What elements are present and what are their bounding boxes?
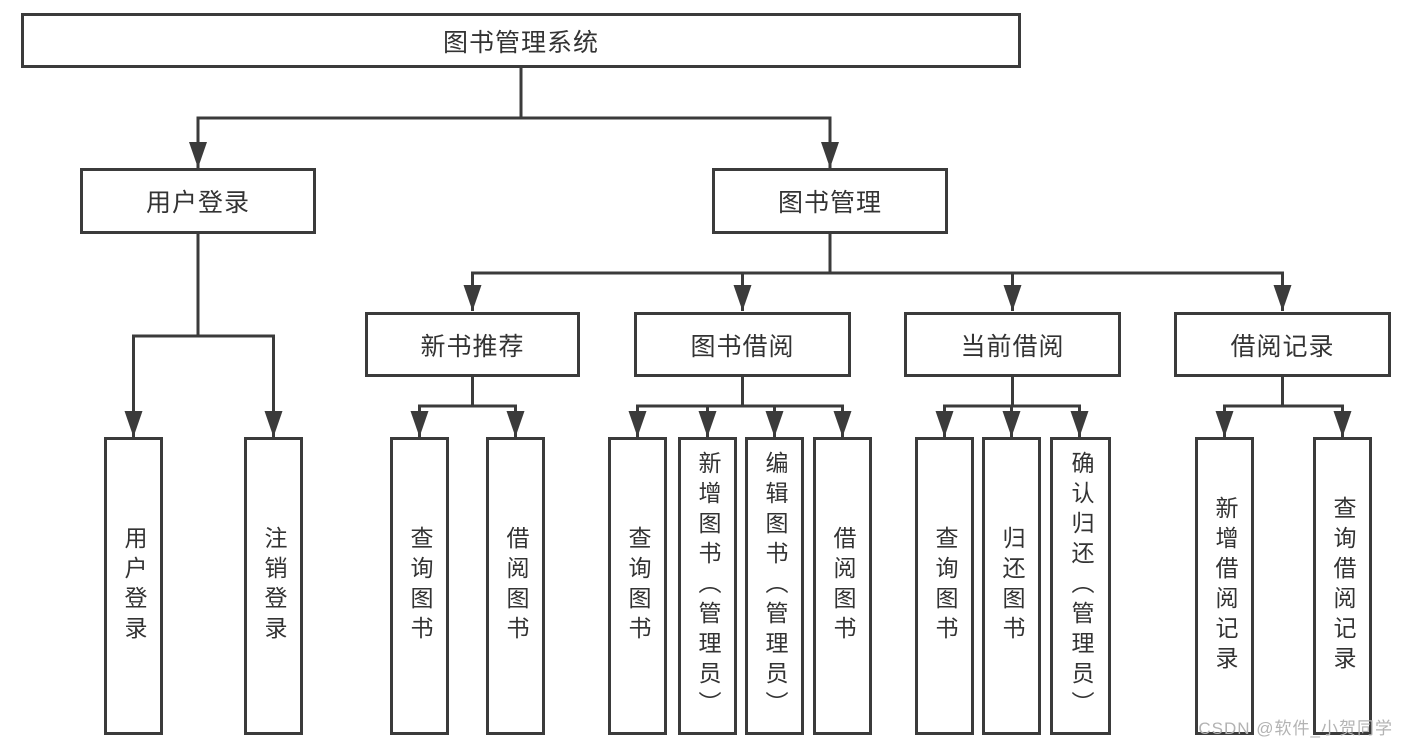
node-book-borrow: 图书借阅 [634, 312, 851, 377]
leaf-add-books-admin: 新增图书（管理员） [678, 437, 737, 735]
leaf-edit-books-admin: 编辑图书（管理员） [745, 437, 804, 735]
node-user-login-branch: 用户登录 [80, 168, 316, 234]
leaf-return-books: 归还图书 [982, 437, 1041, 735]
node-new-book-recommend: 新书推荐 [365, 312, 580, 377]
leaf-borrow-books: 借阅图书 [813, 437, 872, 735]
leaf-user-login: 用户登录 [104, 437, 163, 735]
node-borrow-records: 借阅记录 [1174, 312, 1391, 377]
node-library-system: 图书管理系统 [21, 13, 1021, 68]
leaf-logout: 注销登录 [244, 437, 303, 735]
leaf-query-books-current: 查询图书 [915, 437, 974, 735]
leaf-add-borrow-record: 新增借阅记录 [1195, 437, 1254, 735]
leaf-query-borrow-record: 查询借阅记录 [1313, 437, 1372, 735]
node-current-borrow: 当前借阅 [904, 312, 1121, 377]
node-book-management: 图书管理 [712, 168, 948, 234]
leaf-query-books-borrow: 查询图书 [608, 437, 667, 735]
leaf-confirm-return-admin: 确认归还（管理员） [1050, 437, 1111, 735]
leaf-borrow-books-recommend: 借阅图书 [486, 437, 545, 735]
leaf-query-books-recommend: 查询图书 [390, 437, 449, 735]
csdn-watermark: CSDN @软件_小贺同学 [1198, 719, 1393, 738]
